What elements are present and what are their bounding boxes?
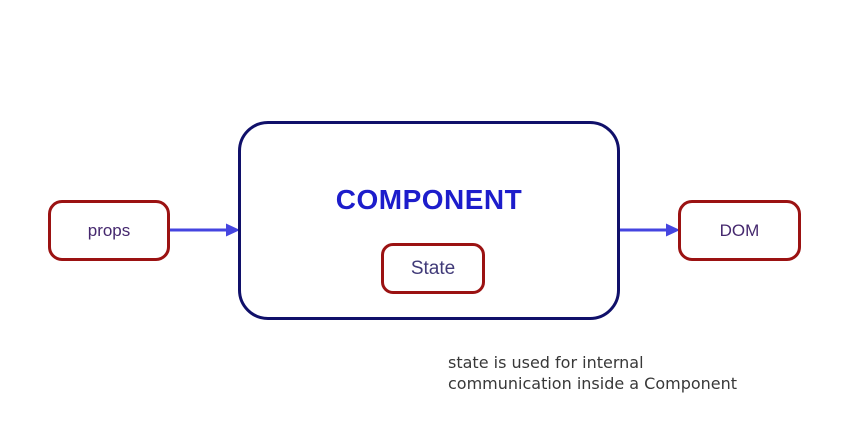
component-node: COMPONENT State <box>238 121 620 320</box>
state-node: State <box>381 243 485 294</box>
arrow-props-to-component <box>170 223 240 237</box>
arrow-head-icon <box>226 223 240 237</box>
caption-line-2: communication inside a Component <box>448 374 738 393</box>
props-node: props <box>48 200 170 261</box>
caption-line-1: state is used for internal <box>448 353 644 372</box>
component-node-label: COMPONENT <box>335 184 523 215</box>
props-node-label: props <box>87 220 131 240</box>
arrow-component-to-dom <box>620 223 680 237</box>
dom-node: DOM <box>678 200 801 261</box>
arrow-head-icon <box>666 223 680 237</box>
caption: state is used for internal communication… <box>448 352 737 394</box>
dom-node-label: DOM <box>719 220 760 240</box>
state-node-label: State <box>410 257 456 279</box>
